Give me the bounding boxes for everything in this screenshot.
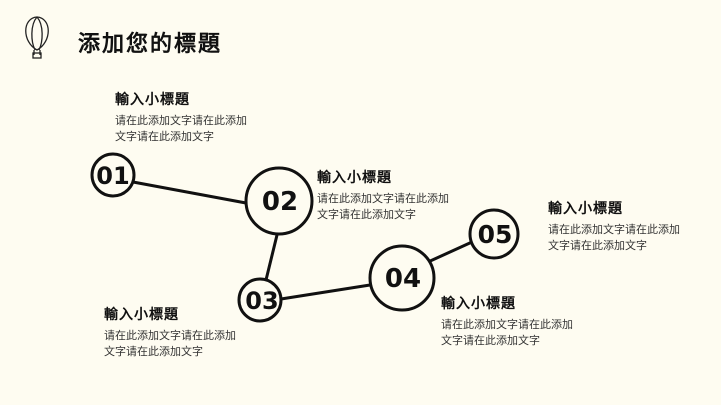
node-01-label: 01	[96, 162, 129, 190]
node-03-label: 03	[245, 287, 278, 315]
connector-01-02	[131, 180, 248, 205]
connector-02-03	[264, 233, 279, 282]
text-block-02: 輸入小標題 请在此添加文字请在此添加文字请在此添加文字	[317, 167, 457, 223]
node-02-label: 02	[262, 187, 298, 217]
connector-04-05	[426, 240, 474, 264]
body-text: 请在此添加文字请在此添加文字请在此添加文字	[104, 329, 236, 358]
node-04-label: 04	[385, 264, 421, 294]
text-block-04: 輸入小標題 请在此添加文字请在此添加文字请在此添加文字	[441, 293, 581, 349]
node-05-label: 05	[478, 220, 513, 249]
subtitle: 輸入小標題	[548, 201, 623, 217]
body-text: 请在此添加文字请在此添加文字请在此添加文字	[441, 318, 573, 347]
subtitle: 輸入小標題	[441, 296, 516, 312]
node-02	[244, 166, 314, 236]
body-text: 请在此添加文字请在此添加文字请在此添加文字	[115, 114, 247, 143]
subtitle: 輸入小標題	[115, 92, 190, 108]
connector-03-04	[279, 283, 372, 301]
body-text: 请在此添加文字请在此添加文字请在此添加文字	[548, 223, 680, 252]
body-text: 请在此添加文字请在此添加文字请在此添加文字	[317, 192, 449, 221]
subtitle: 輸入小標題	[317, 170, 392, 186]
node-05	[468, 208, 520, 260]
node-04	[368, 244, 436, 312]
page-title: 添加您的標題	[78, 31, 223, 57]
balloon-icon	[25, 16, 49, 59]
text-block-03: 輸入小標題 请在此添加文字请在此添加文字请在此添加文字	[104, 304, 244, 360]
text-block-05: 輸入小標題 请在此添加文字请在此添加文字请在此添加文字	[548, 198, 688, 254]
node-03	[237, 277, 283, 323]
subtitle: 輸入小標題	[104, 307, 179, 323]
text-block-01: 輸入小標題 请在此添加文字请在此添加文字请在此添加文字	[115, 89, 255, 145]
node-01	[90, 152, 136, 198]
